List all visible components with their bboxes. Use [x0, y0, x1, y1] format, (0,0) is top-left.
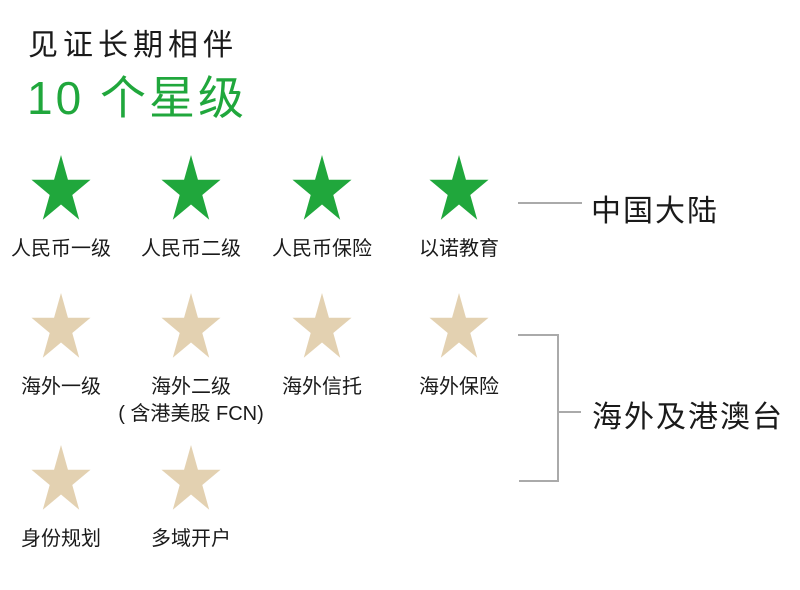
star-label: 人民币二级 [141, 238, 241, 260]
star-icon [31, 155, 91, 220]
star-icon [292, 293, 352, 358]
star-icon [429, 293, 489, 358]
star-icon [31, 445, 91, 510]
star-item: 人民币二级 [116, 155, 266, 264]
star-icon [161, 293, 221, 358]
star-item: 人民币一级 [0, 155, 136, 264]
star-item: 身份规划 [0, 445, 136, 554]
star-item: 以诺教育 [384, 155, 534, 264]
star-icon [161, 155, 221, 220]
bracket-bottom-line [519, 480, 559, 482]
star-label: 多域开户 [151, 528, 231, 550]
bracket-tick-line [557, 411, 581, 413]
star-label: 海外二级 [151, 376, 231, 398]
star-label: 人民币保险 [272, 238, 372, 260]
star-item: 多域开户 [116, 445, 266, 554]
star-icon [31, 293, 91, 358]
star-label: 海外一级 [21, 376, 101, 398]
star-item: 海外二级 ( 含港美股 FCN) [116, 293, 266, 427]
mainland-connector-line [518, 202, 582, 204]
star-label: 以诺教育 [419, 238, 499, 260]
star-item: 海外保险 [384, 293, 534, 402]
star-label: 人民币一级 [11, 238, 111, 260]
bracket-top-line [518, 334, 559, 336]
star-label: 海外保险 [419, 376, 499, 398]
page-subtitle: 10 个星级 [27, 72, 247, 124]
star-icon [161, 445, 221, 510]
star-icon [292, 155, 352, 220]
group-label-mainland: 中国大陆 [591, 195, 719, 228]
star-icon [429, 155, 489, 220]
star-item: 海外一级 [0, 293, 136, 402]
star-item: 海外信托 [247, 293, 397, 402]
star-sublabel: ( 含港美股 FCN) [118, 403, 264, 425]
page-title: 见证长期相伴 [28, 29, 238, 62]
group-label-overseas: 海外及港澳台 [592, 401, 784, 434]
bracket-vertical-line [557, 334, 559, 482]
star-item: 人民币保险 [247, 155, 397, 264]
star-label: 海外信托 [282, 376, 362, 398]
star-label: 身份规划 [21, 528, 101, 550]
